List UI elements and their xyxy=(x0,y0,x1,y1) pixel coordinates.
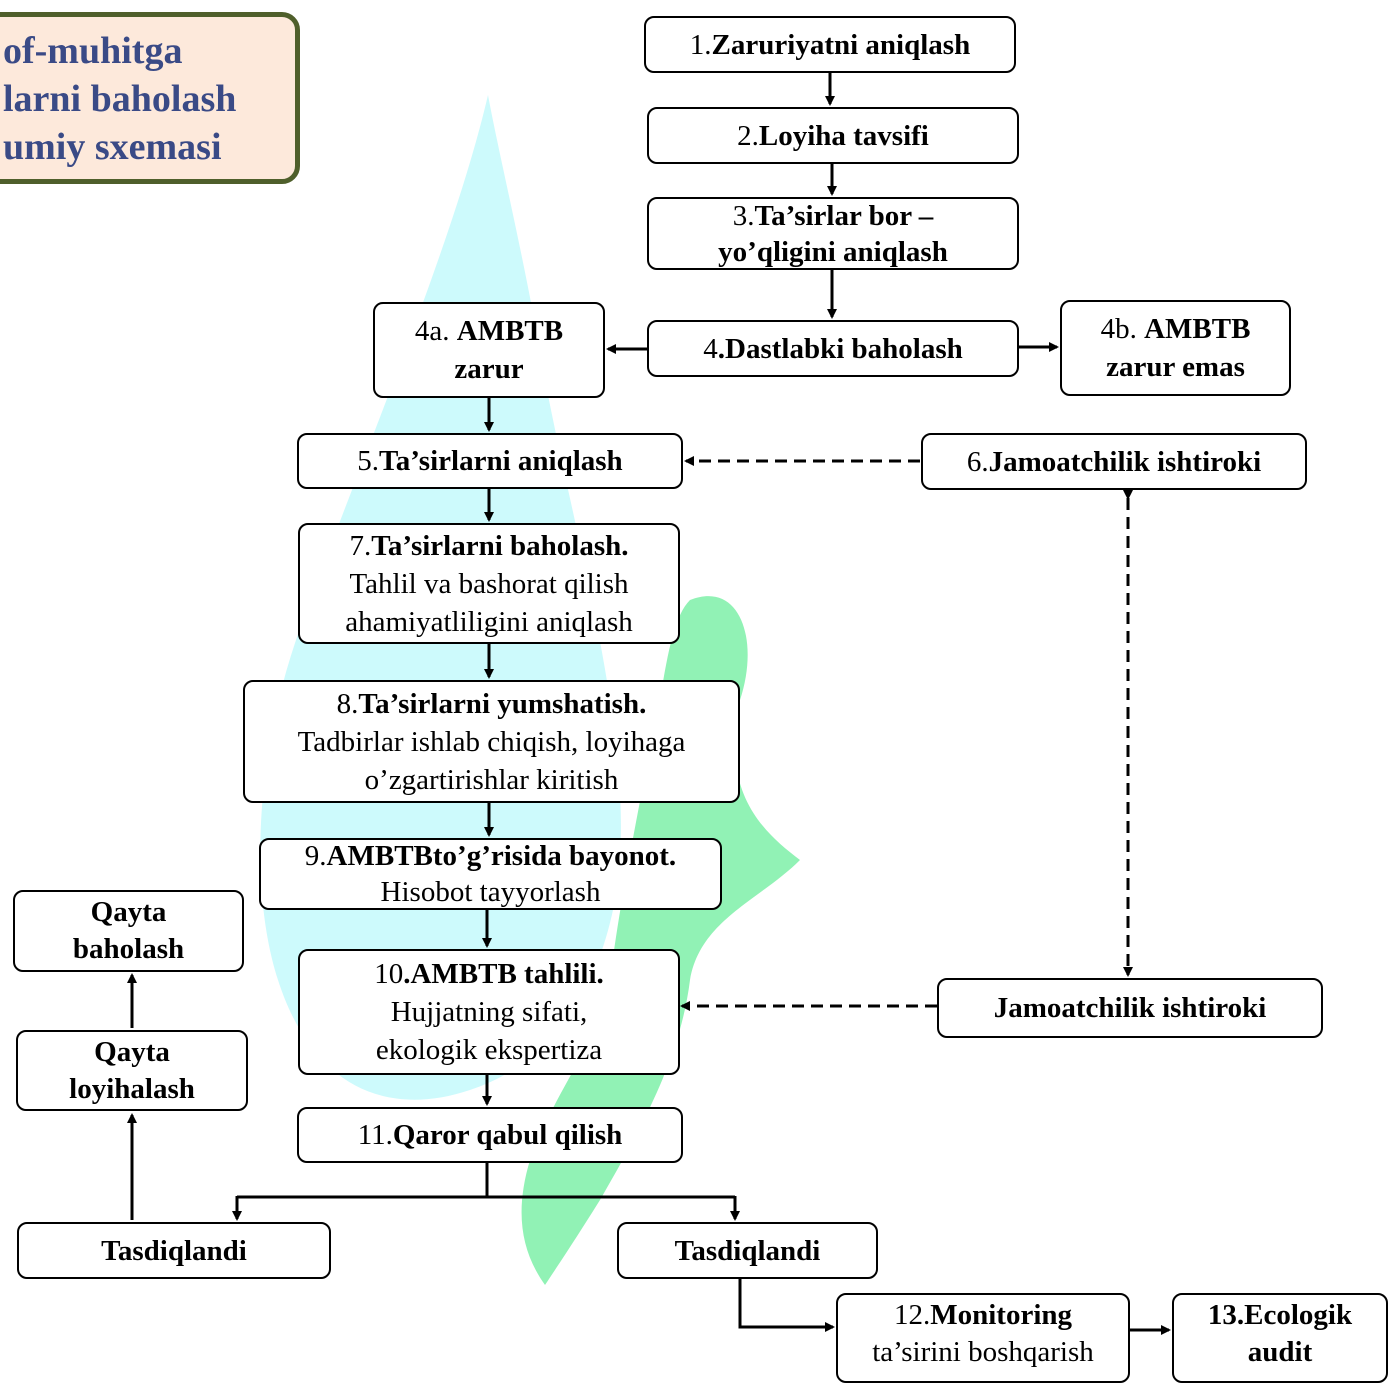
box-12-number: 12. xyxy=(893,1299,931,1331)
box-10-number: 10 xyxy=(374,958,404,990)
title-line-2: larni baholash xyxy=(3,78,237,120)
box-5-number: 5. xyxy=(357,445,380,477)
box-11-label: Qaror qabul qilish xyxy=(392,1119,623,1151)
box-3-label-line-1: Ta’sirlar bor – xyxy=(754,199,934,232)
box-qayta-baholash-line-2: baholash xyxy=(72,933,185,965)
box-4b-label-line-1: AMBTB xyxy=(1144,313,1251,345)
box-4b-label-line-2: zarur emas xyxy=(1106,351,1245,383)
box-7-number: 7. xyxy=(349,529,372,562)
box-3-tasirlar-bor-yoqligi: 3.Ta’sirlar bor – yo’qligini aniqlash xyxy=(647,197,1019,270)
box-4-label: .Dastlabki baholash xyxy=(717,332,963,365)
box-4b-number: 4b. xyxy=(1100,313,1145,345)
box-jamoatchilik-2-label: Jamoatchilik ishtiroki xyxy=(993,992,1267,1024)
box-8-label: Ta’sirlarni yumshatish. xyxy=(358,687,647,720)
diagram-title-box: of-muhitga larni baholash umiy sxemasi xyxy=(0,12,300,184)
box-1-label: Zaruriyatni aniqlash xyxy=(711,28,971,61)
box-8-number: 8. xyxy=(336,687,359,720)
box-12-label: Monitoring xyxy=(930,1299,1073,1331)
box-9-line-2: Hisobot tayyorlash xyxy=(380,876,601,908)
box-3-number: 3. xyxy=(732,199,755,232)
box-13-label-line-1: 13.Ecologik xyxy=(1207,1299,1353,1331)
box-9-label: AMBTBto’g’risida bayonot. xyxy=(326,840,677,872)
box-12-monitoring: 12.Monitoring ta’sirini boshqarish xyxy=(836,1293,1130,1383)
box-8-tasirlarni-yumshatish: 8.Ta’sirlarni yumshatish. Tadbirlar ishl… xyxy=(243,680,740,803)
box-7-line-2: Tahlil va bashorat qilish xyxy=(349,567,629,600)
box-11-number: 11. xyxy=(357,1119,393,1151)
box-6-number: 6. xyxy=(966,445,989,478)
box-10-line-3: ekologik ekspertiza xyxy=(375,1034,603,1066)
box-3-label-line-2: yo’qligini aniqlash xyxy=(718,235,948,268)
box-5-tasirlarni-aniqlash: 5.Ta’sirlarni aniqlash xyxy=(297,433,683,489)
title-line-3: umiy sxemasi xyxy=(3,126,222,168)
box-13-ecologik-audit: 13.Ecologik audit xyxy=(1172,1293,1388,1383)
box-4b-ambtb-zarur-emas: 4b. AMBTB zarur emas xyxy=(1060,300,1291,396)
box-2-number: 2. xyxy=(737,119,759,152)
box-9-ambtb-bayonot: 9.AMBTBto’g’risida bayonot. Hisobot tayy… xyxy=(259,838,722,910)
box-qayta-baholash-line-1: Qayta xyxy=(90,896,167,928)
box-10-ambtb-tahlili: 10.AMBTB tahlili. Hujjatning sifati, eko… xyxy=(298,949,680,1075)
box-qayta-loyihalash-line-1: Qayta xyxy=(94,1035,170,1068)
box-4-dastlabki-baholash: 4.Dastlabki baholash xyxy=(647,320,1019,377)
box-12-line-2: ta’sirini boshqarish xyxy=(872,1336,1094,1368)
box-5-label: Ta’sirlarni aniqlash xyxy=(379,445,623,477)
box-4a-label-line-2: zarur xyxy=(454,353,524,385)
box-2-label: Loyiha tavsifi xyxy=(758,119,929,152)
box-tasdiqlandi-left-label: Tasdiqlandi xyxy=(101,1234,247,1267)
box-1-zaruriyatni-aniqlash: 1.Zaruriyatni aniqlash xyxy=(644,16,1016,73)
title-line-1: of-muhitga xyxy=(3,30,183,72)
box-11-qaror-qabul-qilish: 11.Qaror qabul qilish xyxy=(297,1107,683,1163)
box-6-label: Jamoatchilik ishtiroki xyxy=(988,445,1262,478)
box-7-line-3: ahamiyatliligini aniqlash xyxy=(345,605,633,638)
arrow-t2-12 xyxy=(738,1278,835,1332)
box-tasdiqlandi-left: Tasdiqlandi xyxy=(17,1222,331,1279)
box-7-tasirlarni-baholash: 7.Ta’sirlarni baholash. Tahlil va bashor… xyxy=(298,523,680,644)
box-13-label-line-2: audit xyxy=(1247,1336,1313,1368)
box-qayta-loyihalash: Qayta loyihalash xyxy=(16,1030,248,1111)
box-qayta-baholash: Qayta baholash xyxy=(13,890,244,972)
box-7-label: Ta’sirlarni baholash. xyxy=(371,529,629,562)
box-4-number: 4 xyxy=(703,332,718,365)
box-10-line-2: Hujjatning sifati, xyxy=(390,996,588,1028)
box-8-line-3: o’zgartirishlar kiritish xyxy=(364,763,619,796)
box-10-label: .AMBTB tahlili. xyxy=(403,958,604,990)
box-tasdiqlandi-right: Tasdiqlandi xyxy=(617,1222,878,1279)
box-2-loyiha-tavsifi: 2.Loyiha tavsifi xyxy=(647,107,1019,164)
box-qayta-loyihalash-line-2: loyihalash xyxy=(69,1072,195,1105)
box-jamoatchilik-ishtiroki-2: Jamoatchilik ishtiroki xyxy=(937,978,1323,1038)
box-4a-label-line-1: AMBTB xyxy=(456,315,564,347)
box-tasdiqlandi-right-label: Tasdiqlandi xyxy=(674,1234,821,1267)
box-6-jamoatchilik-ishtiroki: 6.Jamoatchilik ishtiroki xyxy=(921,433,1307,490)
box-4a-ambtb-zarur: 4a. AMBTB zarur xyxy=(373,302,605,398)
box-8-line-2: Tadbirlar ishlab chiqish, loyihaga xyxy=(297,725,686,758)
box-1-number: 1. xyxy=(689,28,712,61)
box-4a-number: 4a. xyxy=(414,315,457,347)
box-9-number: 9. xyxy=(304,840,327,872)
